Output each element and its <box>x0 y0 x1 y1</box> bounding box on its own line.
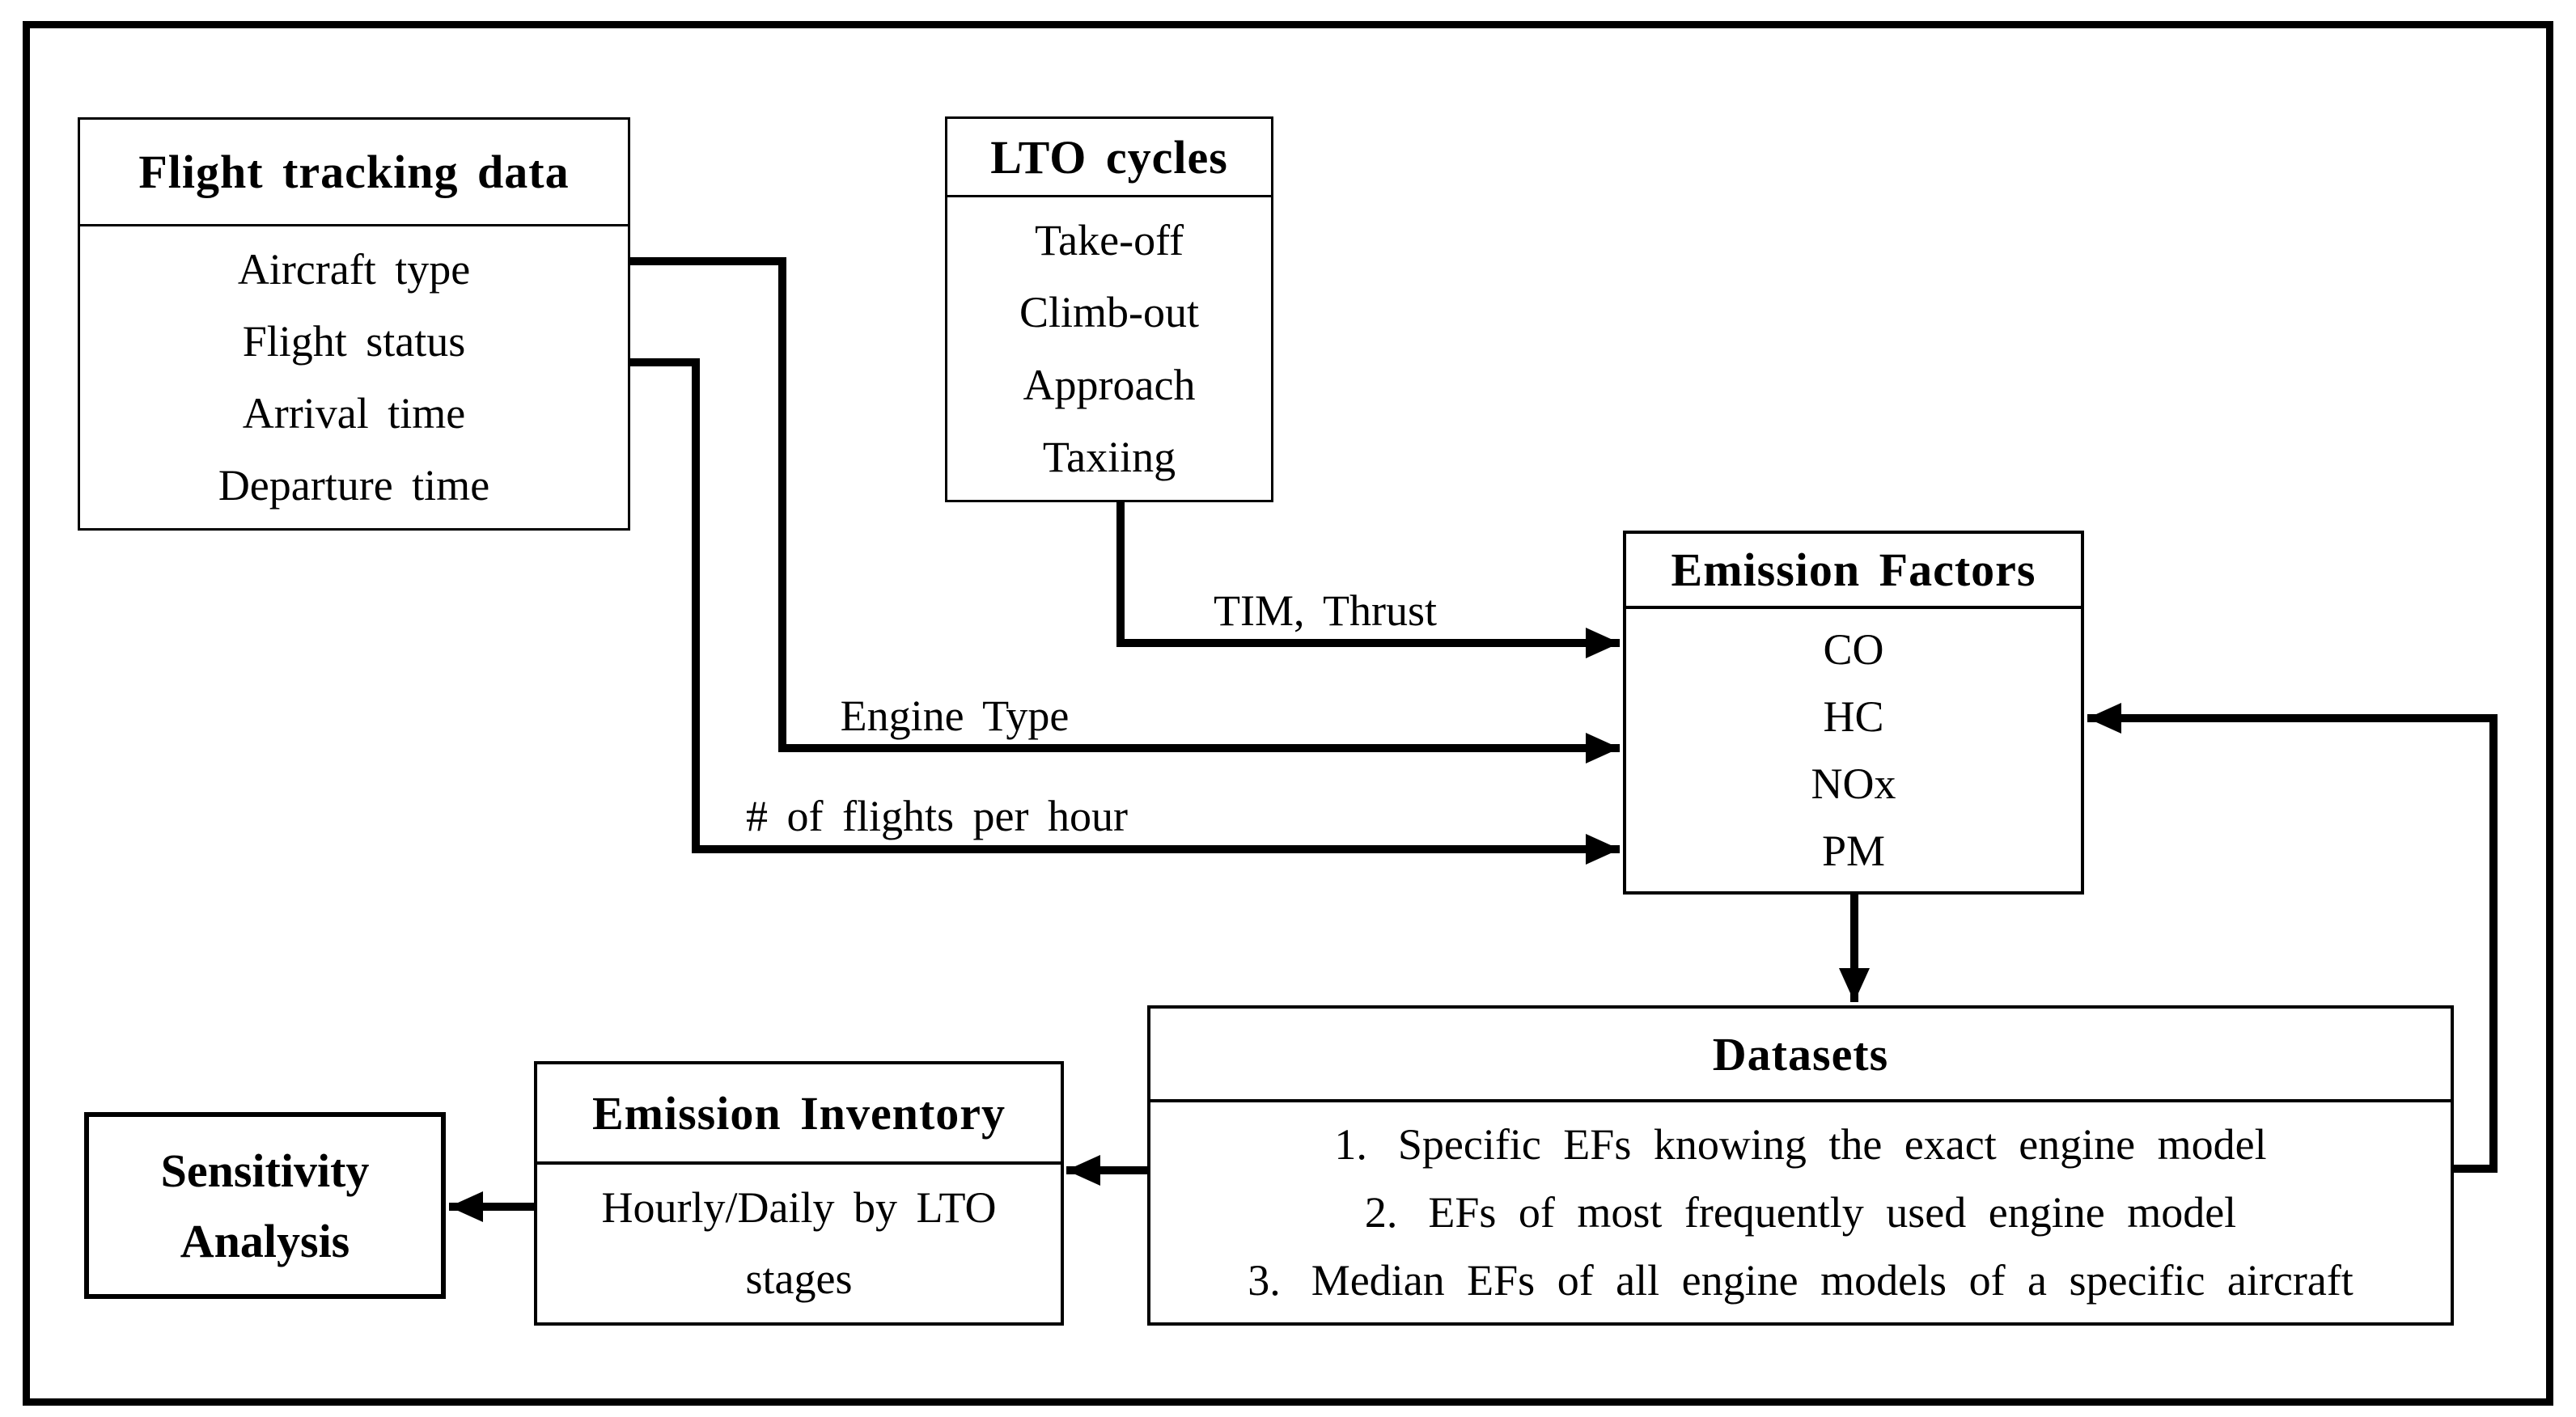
datasets-item-number: 3. <box>1248 1256 1281 1305</box>
lto-cycles-item: Climb-out <box>1019 288 1199 337</box>
datasets-items: 1. Specific EFs knowing the exact engine… <box>1150 1102 2451 1322</box>
emission-factors-box: Emission Factors CO HC NOx PM <box>1623 531 2084 895</box>
datasets-item: 1. Specific EFs knowing the exact engine… <box>1334 1123 2266 1166</box>
diagram-outer-frame <box>23 21 2553 1406</box>
emission-factors-item: CO <box>1823 624 1884 674</box>
emission-factors-items: CO HC NOx PM <box>1626 609 2081 891</box>
lto-cycles-item: Approach <box>1023 360 1196 409</box>
lto-cycles-item: Taxiing <box>1042 433 1176 482</box>
engine-type-label: Engine Type <box>840 692 1070 740</box>
tim-thrust-label: TIM, Thrust <box>1214 586 1437 635</box>
arrow-datasets-feedback-to-emission-factors <box>2087 703 2498 1173</box>
datasets-item: 2. EFs of most frequently used engine mo… <box>1365 1191 2236 1234</box>
flight-tracking-item: Departure time <box>218 461 490 510</box>
datasets-item-text: Specific EFs knowing the exact engine mo… <box>1397 1120 2267 1169</box>
emission-factors-item: NOx <box>1811 759 1896 809</box>
lto-cycles-box: LTO cycles Take-off Climb-out Approach T… <box>945 116 1273 502</box>
arrow-lto-to-emission-factors <box>1116 501 1620 658</box>
datasets-item: 3. Median EFs of all engine models of a … <box>1248 1258 2354 1302</box>
flight-tracking-data-items: Aircraft type Flight status Arrival time… <box>80 226 628 528</box>
flight-tracking-data-box: Flight tracking data Aircraft type Fligh… <box>78 117 630 531</box>
sensitivity-analysis-box: Sensitivity Analysis <box>84 1112 446 1299</box>
datasets-item-number: 1. <box>1334 1120 1367 1169</box>
emission-factors-title: Emission Factors <box>1626 534 2081 609</box>
flight-tracking-item: Aircraft type <box>237 244 471 294</box>
lto-cycles-item: Take-off <box>1034 215 1184 264</box>
emission-inventory-title: Emission Inventory <box>537 1064 1061 1165</box>
datasets-title: Datasets <box>1150 1009 2451 1102</box>
arrow-engine-type <box>628 257 1620 763</box>
datasets-item-text: EFs of most frequently used engine model <box>1428 1188 2237 1237</box>
emission-inventory-body: Hourly/Daily by LTO stages <box>601 1183 997 1303</box>
datasets-item-text: Median EFs of all engine models of a spe… <box>1311 1256 2354 1305</box>
flight-tracking-item: Flight status <box>242 316 466 366</box>
flight-tracking-item: Arrival time <box>242 389 466 438</box>
flight-tracking-data-title: Flight tracking data <box>80 120 628 226</box>
datasets-box: Datasets 1. Specific EFs knowing the exa… <box>1147 1005 2454 1326</box>
emission-factors-item: PM <box>1821 827 1886 876</box>
lto-cycles-items: Take-off Climb-out Approach Taxiing <box>947 197 1271 500</box>
lto-cycles-title: LTO cycles <box>947 119 1271 197</box>
emission-factors-item: HC <box>1823 692 1884 741</box>
emission-inventory-box: Emission Inventory Hourly/Daily by LTO s… <box>534 1061 1064 1326</box>
sensitivity-analysis-title: Sensitivity Analysis <box>160 1144 370 1267</box>
flights-per-hour-label: # of flights per hour <box>746 792 1128 840</box>
datasets-item-number: 2. <box>1364 1188 1398 1237</box>
arrow-flights-per-hour <box>628 358 1620 865</box>
